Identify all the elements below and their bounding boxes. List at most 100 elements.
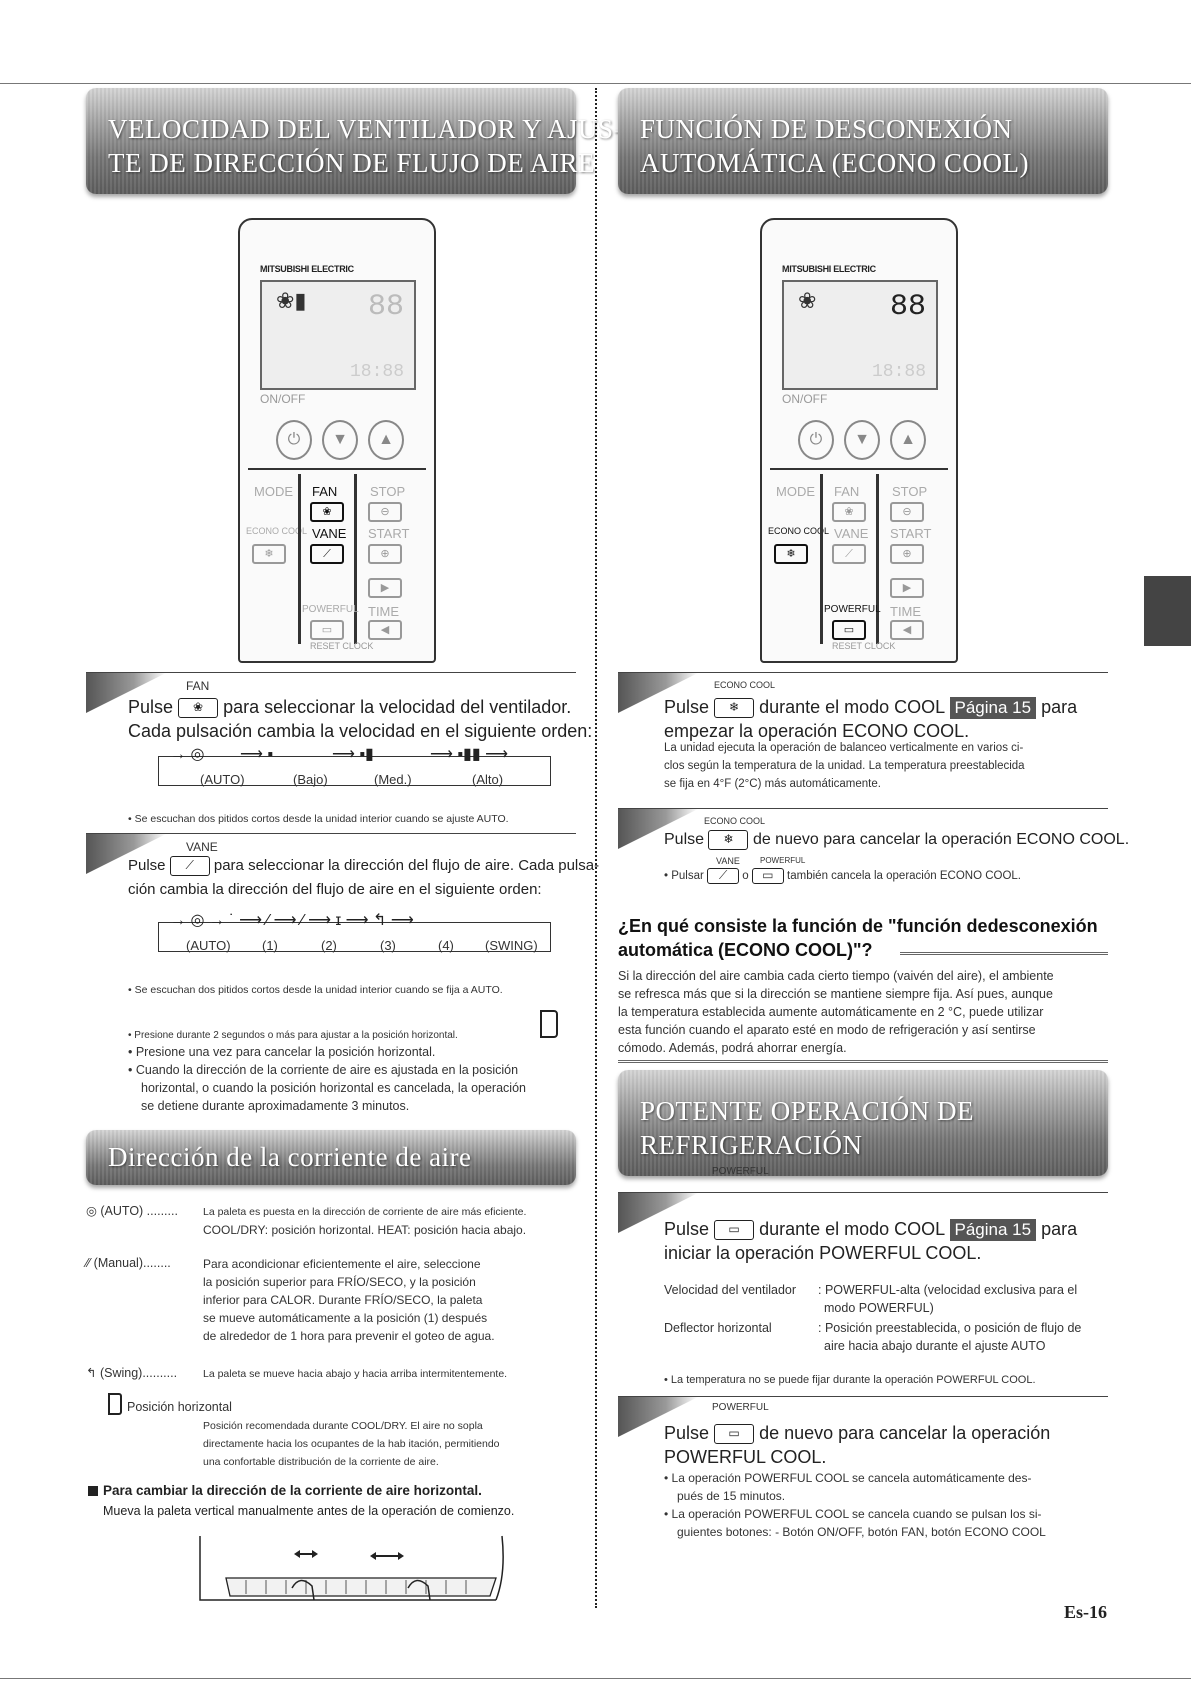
right-step1-rule [618,672,1108,673]
right-step4-rule [618,1396,1108,1397]
airflow-sub-banner: Dirección de la corriente de aire [86,1130,576,1185]
fan-speed-icon: ❀▮ [276,288,307,313]
remote-separator-right [770,468,948,470]
vane-sequence-box [158,922,551,952]
vane-seq-1: (1) [262,938,278,953]
fan-sequence-box [158,756,551,786]
page-ref-badge: Página 15 [949,697,1037,719]
deflector-key: Deflector horizontal [664,1321,772,1335]
right-step2-caption: ECONO COOL [704,816,766,826]
econo-cool-button: ❄ [252,544,286,564]
fan-button-right: ❀ [832,502,866,522]
left-step2-bullet3: • Cuando la dirección de la corriente de… [128,1063,519,1077]
down-button-icon: ▼ [322,420,358,460]
left-step2-caption: VANE [186,840,218,854]
remote-lcd: ❀▮ 88 18:88 [260,280,416,390]
right-step1-desc1: La unidad ejecuta la operación de balanc… [664,742,1024,754]
left-step1-caption: FAN [186,679,210,693]
manual-entry-key: ⁄⁄ (Manual)........ [86,1256,171,1270]
powerful-button-icon: ▭ [751,868,784,884]
fan-sequence-top [158,756,551,757]
next-button-right: ▶ [890,578,924,598]
powerful-title-line1: Potente operación de [640,1096,974,1126]
right-step1-desc2: clos según la temperatura de la unidad. … [664,760,1025,772]
start-button: ⊕ [368,544,402,564]
right-title-line2: automática (ECONO COOL) [640,148,1029,178]
left-step2-bullet5: se detiene durante aproximadamente 3 min… [141,1099,410,1113]
start-button-right: ⊕ [890,544,924,564]
start-label-right: START [890,526,932,541]
right-title-banner: Función de desconexión automática (ECONO… [618,88,1108,194]
horizontal-heading: Para cambiar la dirección de la corrient… [103,1483,482,1498]
mode-label-right: MODE [776,484,815,499]
answer-line1: Si la dirección del aire cambia cada cie… [618,969,1054,983]
right-step1-desc3: se fija en 4°F (2°C) más automáticamente… [664,778,881,790]
vane-seq-swing: (SWING) [485,938,538,953]
right-step4-line2: POWERFUL COOL. [664,1447,827,1467]
remote-lcd-right: ❀ 88 18:88 [782,280,938,390]
swing-entry-line1: La paleta se mueve hacia abajo y hacia a… [203,1368,508,1380]
time-label-right: TIME [890,604,922,619]
question-heading-line1: ¿En qué consiste la función de "función … [618,916,1098,936]
remote-vline-r2 [876,474,879,644]
manual-entry-line3: inferior para CALOR. Durante FRÍO/SECO, … [203,1293,483,1307]
powerful-button: ▭ [310,620,344,640]
answer-line5: cómodo. Además, podrá ahorrar energía. [618,1041,847,1055]
auto-entry-key: ◎ (AUTO) ......... [86,1204,178,1218]
answer-rule [618,1060,1108,1063]
top-rule [0,83,1191,84]
section-tab [1144,576,1191,646]
powerful-label-right: POWERFUL [824,604,881,615]
vane-caption: VANE [716,856,740,866]
remote-brand-right: MITSUBISHI ELECTRIC [782,264,876,274]
vane-seq-3: (3) [380,938,396,953]
fan-arrow-2: ⟶ ▪ [240,746,274,763]
bottom-rule [0,1678,1191,1679]
vane-illustration [199,1535,504,1601]
left-step1-line1: Pulse ❀ para seleccionar la velocidad de… [128,697,572,719]
left-title-line2: te de dirección de flujo de aire [108,148,595,178]
stop-label: STOP [370,484,406,499]
right-step3-rule [618,1192,1108,1193]
vane-seq-2: (2) [321,938,337,953]
stop-button: ⊖ [368,502,402,522]
stop-button-right: ⊖ [890,502,924,522]
vane-sequence-top [158,922,551,923]
right-step3-note: • La temperatura no se puede fijar duran… [664,1374,1036,1386]
right-step1-line1: Pulse ❄ durante el modo COOL Página 15 p… [664,697,1078,719]
remote-top-labels: ON/OFF [260,392,416,406]
fan-label-right: FAN [834,484,860,499]
onoff-button-icon: ⏻ [276,420,312,460]
right-step3-line2: iniciar la operación POWERFUL COOL. [664,1243,982,1263]
fan-arrow-4: ⟶ ▪▮▮ ⟶ [430,746,509,763]
prev-button: ◀ [368,620,402,640]
answer-line4: esta función cuando el aparato esté en m… [618,1023,1036,1037]
lcd-clock-right: 18:88 [871,362,926,382]
powerful-button-icon-2: ▭ [714,1220,755,1241]
econo-cool-button-icon-2: ❄ [708,830,749,850]
vane-label: VANE [312,526,347,541]
horizontal-entry-line1: Posición recomendada durante COOL/DRY. E… [203,1420,483,1432]
fan-button-icon: ❀ [178,698,219,719]
left-title-banner: Velocidad del ventilador y ajus- te de d… [86,88,622,194]
remote-vline-1 [298,474,301,644]
reset-clock-label-right: RESET CLOCK [832,641,896,651]
manual-entry-line4: se mueve automáticamente a la posición (… [203,1311,488,1325]
horizontal-entry-icon [108,1393,122,1415]
answer-line3: la temperatura establecida aumente autom… [618,1005,1044,1019]
vane-seq-4: (4) [438,938,454,953]
onoff-button-icon-right: ⏻ [798,420,834,460]
econo-cool-button-right: ❄ [774,544,808,564]
right-step4-line1: Pulse ▭ de nuevo para cancelar la operac… [664,1423,1051,1445]
remote-separator [248,468,426,470]
down-button-icon-right: ▼ [844,420,880,460]
right-step3-caption: POWERFUL [712,1166,769,1177]
right-step2-line1: Pulse ❄ de nuevo para cancelar la operac… [664,830,1130,850]
fan-seq-high: (Alto) [472,772,504,787]
vane-arrows: → ◎ → ˙ ⟶ ⁄ ⟶ ⁄ ⟶ ɪ ⟶ ↰ ⟶ [170,912,414,929]
left-step2-line2: ción cambia la dirección del flujo de ai… [128,881,542,898]
powerful-button-icon-3: ▭ [714,1424,755,1445]
airflow-sub-title: Dirección de la corriente de aire [108,1142,472,1172]
onoff-label: ON/OFF [260,392,306,406]
vane-label-right: VANE [834,526,869,541]
